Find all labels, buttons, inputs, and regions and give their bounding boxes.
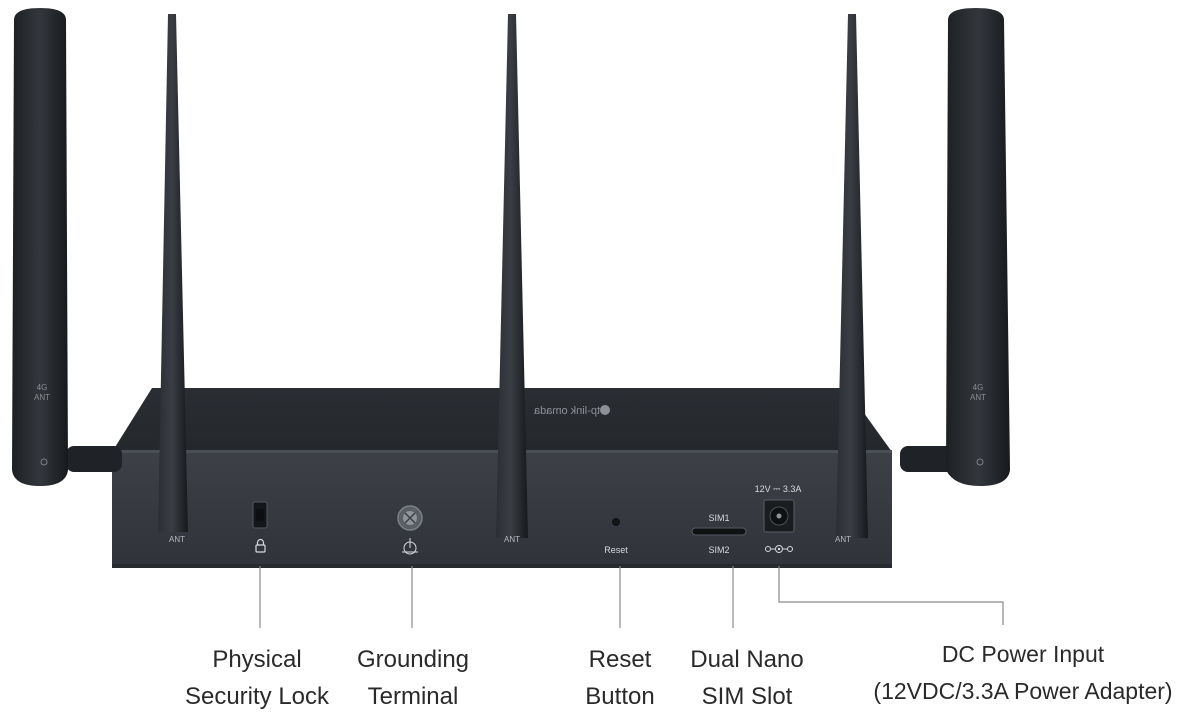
- callout-reset-line2: Button: [585, 683, 655, 710]
- callout-reset-line1: Reset: [588, 646, 652, 673]
- right-antenna-label-4g: 4G: [973, 383, 984, 392]
- callout-security-lock-line2: Security Lock: [184, 683, 330, 710]
- ant-label-1: ANT: [169, 535, 185, 544]
- left-antenna-label-4g: 4G: [37, 383, 48, 392]
- wifi-antenna-2: [496, 14, 528, 538]
- power-rating-label: 12V ⎓ 3.3A: [755, 484, 802, 494]
- left-antenna-hinge: [66, 446, 122, 472]
- right-antenna-label-ant: ANT: [970, 393, 986, 402]
- wifi-antenna-1: [158, 14, 188, 532]
- callout-dc-power-input: DC Power Input (12VDC/3.3A Power Adapter…: [848, 636, 1198, 710]
- security-lock-slot: [252, 501, 268, 529]
- callout-security-lock-line1: Physical: [212, 646, 302, 673]
- power-leader: [778, 566, 1004, 625]
- callout-power-line1: DC Power Input: [941, 641, 1105, 667]
- callout-reset-button: Reset Button: [560, 641, 680, 715]
- callout-sim-line2: SIM Slot: [701, 683, 793, 710]
- callout-grounding-line1: Grounding: [356, 646, 470, 673]
- ant-label-2: ANT: [504, 535, 520, 544]
- callout-power-line2: (12VDC/3.3A Power Adapter): [873, 678, 1173, 704]
- callout-dual-nano-sim: Dual Nano SIM Slot: [677, 641, 817, 715]
- sim1-label: SIM1: [708, 513, 729, 523]
- dc-polarity-icon: [765, 545, 793, 553]
- grounding-terminal: [397, 505, 423, 531]
- callout-sim-line1: Dual Nano: [690, 646, 804, 673]
- ant-label-3: ANT: [835, 535, 851, 544]
- reset-port-label: Reset: [604, 545, 628, 555]
- sim2-label: SIM2: [708, 545, 729, 555]
- brand-logo: tp-link omada: [533, 405, 610, 417]
- dc-power-jack: [763, 499, 795, 533]
- callout-grounding-terminal: Grounding Terminal: [343, 641, 483, 715]
- svg-text:tp-link omada: tp-link omada: [533, 405, 600, 417]
- right-antenna-hinge: [900, 446, 960, 472]
- callout-grounding-line2: Terminal: [367, 683, 459, 710]
- reset-pinhole: [612, 518, 620, 526]
- leader-lines: [259, 566, 1004, 628]
- sim-slot: [691, 527, 747, 536]
- left-4g-antenna: 4G ANT: [12, 8, 68, 486]
- callout-physical-security-lock: Physical Security Lock: [172, 641, 342, 715]
- right-4g-antenna: 4G ANT: [946, 8, 1010, 486]
- wifi-antenna-3: [836, 14, 868, 538]
- lock-icon: [255, 538, 266, 553]
- left-antenna-label-ant: ANT: [34, 393, 50, 402]
- ground-symbol-icon: [402, 538, 418, 555]
